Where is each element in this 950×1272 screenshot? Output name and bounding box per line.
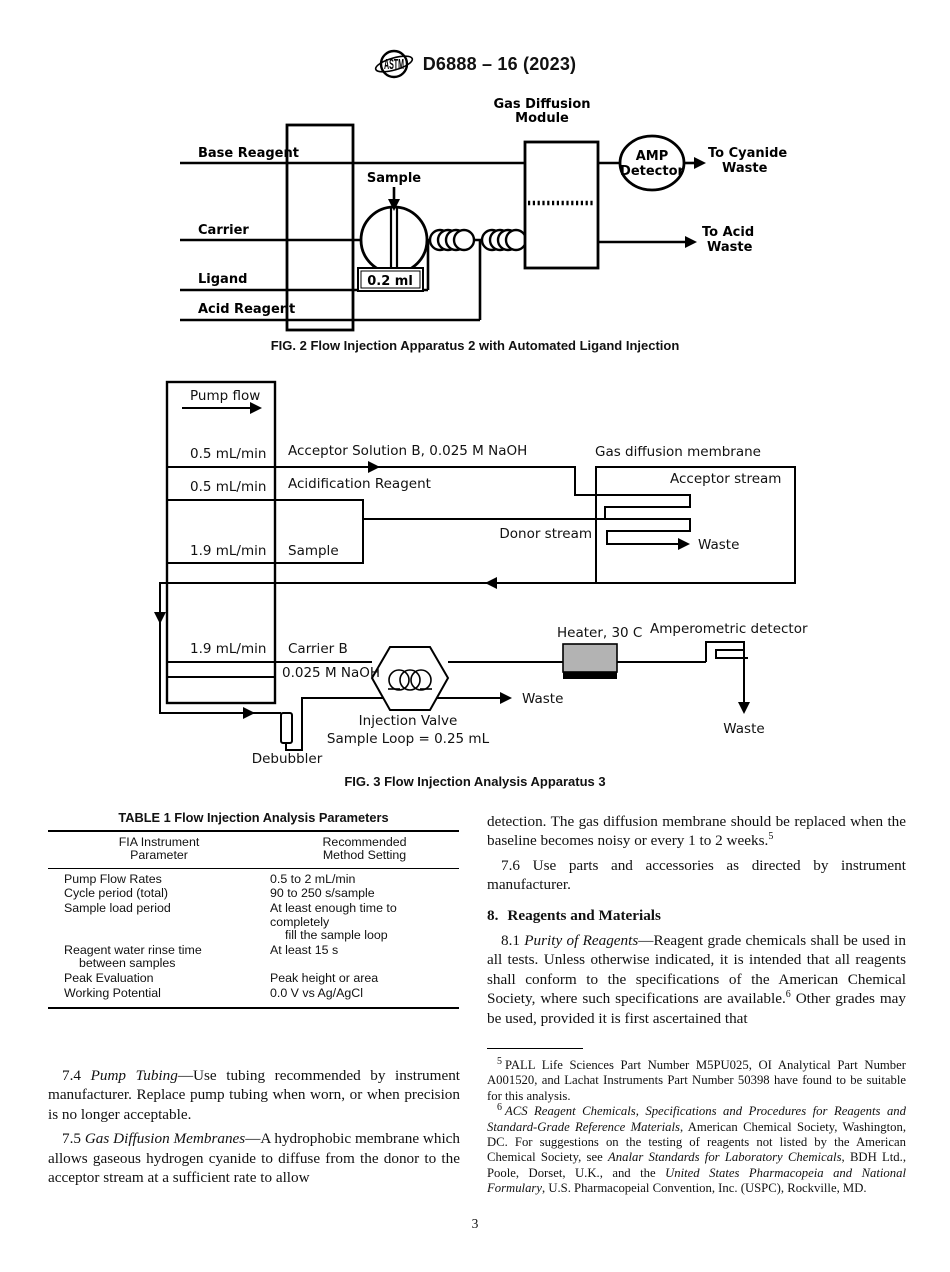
- fig2-ligand-label: Ligand: [198, 272, 247, 287]
- table-row: Sample load period At least enough time …: [64, 900, 397, 943]
- footnote-separator-rule: [487, 1048, 583, 1049]
- fig3-donor-stream-label: Donor stream: [499, 526, 592, 542]
- fig3-sample-loop-label: Sample Loop = 0.25 mL: [327, 731, 490, 747]
- fig2-pump-box: [285, 123, 355, 332]
- fig3-debubbler-label: Debubbler: [252, 751, 323, 767]
- fig2-acid-reagent-label: Acid Reagent: [198, 302, 295, 317]
- table-row: Cycle period (total)90 to 250 s/sample: [64, 886, 375, 901]
- fig3-heater-icon: [562, 643, 618, 679]
- paragraph-7-4: 7.4 Pump Tubing—Use tubing recommended b…: [48, 1067, 461, 1123]
- footnote-5-reference: 5: [768, 831, 774, 843]
- astm-logo-text: ASTM: [384, 56, 404, 73]
- fig3-injection-valve-label: Injection Valve: [359, 713, 458, 729]
- section-8-heading: 8.Reagents and Materials: [487, 906, 661, 924]
- fig2-carrier-label: Carrier: [198, 223, 249, 238]
- paragraph-7-6: 7.6 Use parts and accessories as directe…: [487, 856, 906, 894]
- fig3-heater-label: Heater, 30 C: [557, 625, 642, 641]
- fig2-acid-waste-label-1: To Acid: [702, 225, 754, 240]
- table-row: Reagent water rinse time between samples…: [64, 942, 339, 971]
- fig3-sample-label: Sample: [288, 543, 339, 559]
- astm-logo-icon: ASTM: [374, 49, 413, 79]
- right-text-column: detection. The gas diffusion membrane sh…: [487, 812, 906, 1033]
- fig2-mixing-coil-icon: [428, 228, 528, 252]
- fig2-amp-label-2: Detector: [620, 164, 684, 179]
- fig3-valve-waste-label: Waste: [522, 691, 563, 707]
- fig3-amperometric-detector-label: Amperometric detector: [650, 621, 808, 637]
- fig2-base-reagent-label: Base Reagent: [198, 146, 299, 161]
- fig3-flow-injection-analysis-diagram: Pump flow 0.5 mL/min 0.5 mL/min 1.9 mL/m…: [154, 380, 808, 767]
- fig2-caption: FIG. 2 Flow Injection Apparatus 2 with A…: [270, 338, 680, 353]
- fig2-injection-valve-icon: [359, 205, 429, 275]
- footnote-6-reference: 6: [785, 989, 791, 1001]
- fig3-acceptor-stream-label: Acceptor stream: [670, 471, 781, 487]
- fig2-cyanide-waste-label-2: Waste: [722, 161, 768, 176]
- fig3-rate3-label: 1.9 mL/min: [190, 543, 266, 559]
- fig2-module-label-2: Module: [515, 111, 569, 126]
- fig3-gas-diffusion-membrane-box: [595, 466, 796, 584]
- fig3-carrier-b-label: Carrier B: [288, 641, 348, 657]
- paragraph-8-1: 8.1 Purity of Reagents—Reagent grade che…: [487, 932, 906, 1027]
- paragraph-7-5: 7.5 Gas Diffusion Membranes—A hydrophobi…: [48, 1130, 461, 1187]
- fig2-gas-diffusion-module-box: [523, 140, 600, 270]
- standard-designation: D6888 – 16 (2023): [422, 53, 577, 74]
- fig2-sample-loop-box: 0.2 ml: [357, 267, 424, 292]
- fig3-naoh-label: 0.025 M NaOH: [282, 665, 380, 681]
- table1-flow-injection-parameters: TABLE 1 Flow Injection Analysis Paramete…: [48, 810, 459, 1010]
- paragraph-7-4-term: Pump Tubing: [90, 1067, 178, 1084]
- table1-title: TABLE 1 Flow Injection Analysis Paramete…: [118, 810, 389, 825]
- fig3-rate2-label: 0.5 mL/min: [190, 479, 266, 495]
- paragraph-8-1-term: Purity of Reagents: [524, 932, 639, 950]
- fig3-membrane-label: Gas diffusion membrane: [595, 444, 761, 460]
- fig2-amp-label-1: AMP: [636, 149, 669, 164]
- paragraph-7-5-term: Gas Diffusion Membranes: [84, 1130, 246, 1148]
- fig3-rate4-label: 1.9 mL/min: [190, 641, 266, 657]
- page-header: ASTM D6888 – 16 (2023): [0, 46, 950, 82]
- fig3-rate1-label: 0.5 mL/min: [190, 446, 266, 462]
- fig3-caption: FIG. 3 Flow Injection Analysis Apparatus…: [344, 774, 606, 789]
- fig3-acidification-reagent-label: Acidification Reagent: [288, 476, 431, 492]
- fig3-arrowheads: [154, 402, 750, 719]
- fig3-debubbler-icon: [280, 712, 293, 744]
- fig3-detector-waste-label: Waste: [723, 721, 764, 737]
- fig2-module-label-1: Gas Diffusion: [493, 97, 590, 112]
- fig2-loop-volume-label: 0.2 ml: [367, 274, 413, 289]
- fig2-acid-waste-label-2: Waste: [707, 240, 753, 255]
- fig2-arrowheads: [388, 157, 706, 248]
- fig3-sample-box: [274, 499, 364, 564]
- fig3-acceptor-solution-label: Acceptor Solution B, 0.025 M NaOH: [288, 443, 527, 459]
- fig3-membrane-waste-label: Waste: [698, 537, 739, 553]
- fig3-injection-valve-icon: [370, 646, 450, 711]
- page-number: 3: [471, 1216, 479, 1231]
- left-text-column: 7.4 Pump Tubing—Use tubing recommended b…: [48, 1066, 460, 1192]
- fig2-amp-detector: AMP Detector: [618, 134, 686, 192]
- fig2-sample-label: Sample: [367, 171, 421, 186]
- fig2-cyanide-waste-label-1: To Cyanide: [708, 146, 787, 161]
- fig2-flow-injection-apparatus-diagram: 0.2 ml AMP Detector Base Reagent Carrier…: [180, 97, 787, 332]
- fig3-pump-flow-label: Pump flow: [190, 388, 260, 404]
- paragraph-7-5-continuation: detection. The gas diffusion membrane sh…: [487, 813, 906, 850]
